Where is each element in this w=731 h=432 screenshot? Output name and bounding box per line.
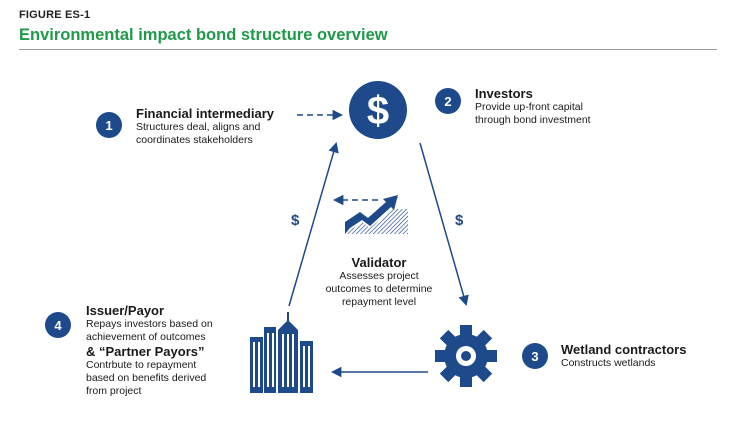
issuer-payor-title: Issuer/Payor (86, 303, 165, 318)
city-buildings-icon (250, 312, 313, 393)
wetland-contractors-desc-1: Constructs wetlands (561, 357, 656, 369)
investors-desc-2: through bond investment (475, 114, 591, 126)
svg-text:$: $ (367, 89, 389, 133)
step-badge-4: 4 (45, 312, 71, 338)
flow-dollar-label-right: $ (455, 212, 464, 229)
arrow-investors-to-contractors (419, 142, 469, 307)
title-divider (19, 49, 717, 50)
validator-desc-2: outcomes to determine (325, 283, 433, 295)
partner-payors-desc-1: Contrbute to repayment (86, 359, 197, 371)
partner-payors-desc-3: from project (86, 385, 142, 397)
financial-intermediary-title: Financial intermediary (136, 106, 274, 121)
investors-title: Investors (475, 86, 533, 101)
issuer-payor-desc-1: Repays investors based on (86, 318, 213, 330)
flow-dollar-label-left: $ (291, 212, 300, 229)
validator-text: Validator Assesses project outcomes to d… (316, 255, 442, 309)
wetland-contractors-title: Wetland contractors (561, 342, 687, 357)
validator-desc-1: Assesses project (339, 270, 419, 282)
gear-icon (435, 325, 497, 387)
step-badge-3: 3 (522, 343, 548, 369)
partner-payors-title: & “Partner Payors” (86, 344, 205, 359)
financial-intermediary-desc-2: coordinates stakeholders (136, 134, 253, 146)
wetland-contractors-text: Wetland contractors Constructs wetlands (561, 342, 686, 370)
issuer-payor-desc-2: achievement of outcomes (86, 331, 206, 343)
growth-chart-icon (345, 195, 408, 234)
validator-desc-3: repayment level (341, 296, 417, 308)
partner-payors-desc-2: based on benefits derived (86, 372, 207, 384)
issuer-payor-text: Issuer/Payor Repays investors based on a… (86, 303, 213, 398)
step-badge-1: 1 (96, 112, 122, 138)
figure-title: Environmental impact bond structure over… (19, 26, 388, 44)
financial-intermediary-text: Financial intermediary Structures deal, … (136, 106, 274, 147)
investors-desc-1: Provide up-front capital (475, 101, 583, 113)
dollar-coin-icon: $ (349, 81, 407, 139)
arrow-issuer-to-investors (288, 141, 339, 307)
validator-title: Validator (351, 255, 407, 270)
investors-text: Investors Provide up-front capital throu… (475, 86, 591, 127)
step-badge-2: 2 (435, 88, 461, 114)
figure-label: FIGURE ES-1 (19, 9, 91, 21)
financial-intermediary-desc-1: Structures deal, aligns and (136, 121, 261, 133)
